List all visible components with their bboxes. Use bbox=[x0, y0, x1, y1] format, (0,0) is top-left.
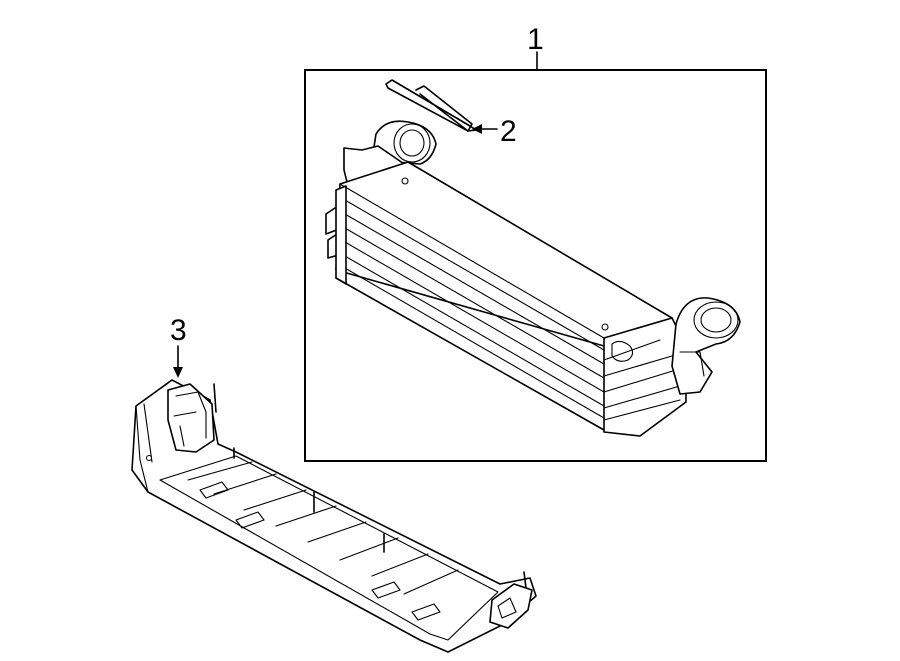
callout-3-arrowhead bbox=[173, 367, 183, 378]
callout-1-label: 1 bbox=[527, 23, 544, 56]
callout-2[interactable]: 2 bbox=[472, 115, 517, 148]
callout-1[interactable]: 1 bbox=[527, 23, 544, 71]
part-1-intercooler[interactable] bbox=[325, 120, 741, 437]
part-3-air-deflector[interactable] bbox=[131, 379, 537, 653]
detail-frame bbox=[304, 69, 767, 462]
callout-3-label: 3 bbox=[170, 314, 187, 347]
callout-2-label: 2 bbox=[500, 115, 517, 148]
callout-3[interactable]: 3 bbox=[170, 314, 187, 378]
callout-2-arrowhead bbox=[472, 124, 482, 134]
